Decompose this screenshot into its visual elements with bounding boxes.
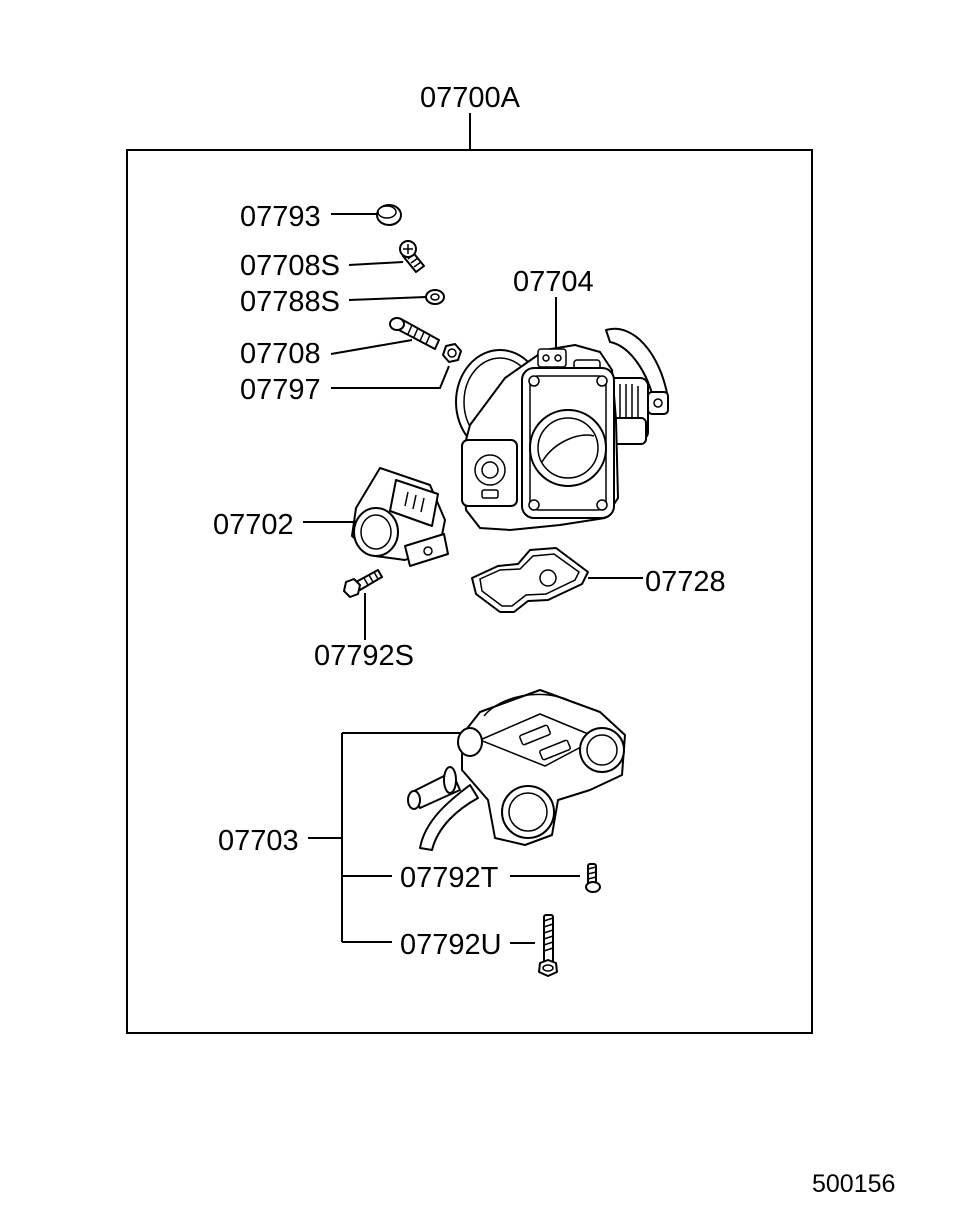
throttle-body-top-hole — [554, 354, 562, 362]
callout-label: 07792U — [400, 929, 502, 961]
callout-label: 07728 — [645, 566, 726, 598]
sensor-drawing — [351, 467, 449, 567]
small-screw-drawing — [399, 240, 425, 273]
base-top-slot — [519, 724, 551, 746]
throttle-body-sensor-port-inner — [481, 461, 499, 479]
sensor-mount-ear — [404, 533, 449, 567]
cap-dome — [377, 205, 397, 219]
long-screw-threads — [407, 324, 431, 345]
cap-drawing — [376, 204, 402, 226]
long-bolt-shank — [543, 914, 554, 966]
figure-number: 500156 — [812, 1170, 895, 1198]
assembly-number-label: 07700A — [420, 82, 521, 114]
throttle-body-bore — [529, 409, 607, 487]
long-bolt-threads — [543, 917, 554, 952]
callout-label: 07708 — [240, 338, 321, 370]
short-screw-threads — [587, 866, 597, 880]
gasket-drawing — [471, 547, 589, 613]
throttle-body-bolt-hole — [528, 499, 540, 511]
long-bolt-head-face — [542, 964, 554, 972]
long-screw-head — [389, 317, 405, 331]
leader-line — [348, 296, 427, 301]
nut-hex — [442, 343, 462, 363]
short-screw-drawing — [585, 863, 601, 893]
gasket-outer — [471, 547, 589, 613]
throttle-body-bolt-hole — [596, 499, 608, 511]
leader-line — [348, 261, 404, 266]
long-bolt-head — [538, 959, 558, 977]
throttle-body-base-drawing — [407, 689, 626, 851]
sensor-screw-head — [343, 578, 361, 598]
base-bore — [501, 785, 555, 839]
nut-hole — [447, 348, 457, 358]
throttle-body-mount-slot — [481, 489, 499, 499]
short-screw-head — [585, 881, 601, 893]
long-screw-drawing — [389, 317, 440, 350]
sensor-screw-drawing — [343, 569, 383, 598]
base-nipple-end — [407, 790, 421, 810]
base-side-nub — [457, 727, 483, 757]
throttle-body-lever-hole — [653, 398, 663, 408]
throttle-body-bolt-hole — [596, 375, 608, 387]
leader-line — [331, 365, 450, 389]
throttle-body-valve-plate — [541, 434, 595, 463]
leader-line — [330, 339, 413, 355]
base-nipple-collar — [443, 766, 457, 794]
throttle-body-bore-inner — [537, 417, 599, 479]
bracket-line — [308, 732, 462, 943]
washer-drawing — [425, 289, 445, 305]
callout-label: 07797 — [240, 374, 321, 406]
long-bolt-drawing — [538, 914, 558, 977]
callout-label: 07704 — [513, 266, 594, 298]
nut-drawing — [442, 343, 462, 363]
washer-outer — [425, 289, 445, 305]
throttle-body-top-block — [537, 348, 567, 368]
sensor-mount-hole — [423, 546, 433, 556]
throttle-body-lever-tab — [647, 391, 669, 415]
gasket-inner — [479, 553, 580, 607]
base-side-port-inner — [586, 734, 618, 766]
small-screw-cross — [403, 244, 413, 254]
sensor-screw-threads — [363, 571, 379, 586]
callout-label: 07703 — [218, 825, 299, 857]
throttle-body-drawing — [455, 327, 669, 531]
throttle-body-sensor-port — [474, 454, 506, 486]
throttle-body-top-hole — [542, 354, 550, 362]
base-hose — [419, 784, 479, 851]
throttle-body-bolt-hole — [528, 375, 540, 387]
washer-hole — [430, 293, 440, 301]
callout-label: 07792S — [314, 640, 414, 672]
base-top-rim — [483, 693, 569, 717]
base-bore-inner — [508, 792, 548, 832]
callout-label: 07708S — [240, 250, 340, 282]
assembly-frame — [126, 149, 813, 1034]
sensor-face-inner — [360, 514, 392, 550]
callout-label: 07788S — [240, 286, 340, 318]
sensor-connector-pins — [404, 491, 425, 513]
base-top-slot — [539, 739, 571, 761]
gasket-hole — [539, 569, 557, 587]
callout-label: 07702 — [213, 509, 294, 541]
callout-label: 07793 — [240, 201, 321, 233]
callout-label: 07792T — [400, 862, 499, 894]
